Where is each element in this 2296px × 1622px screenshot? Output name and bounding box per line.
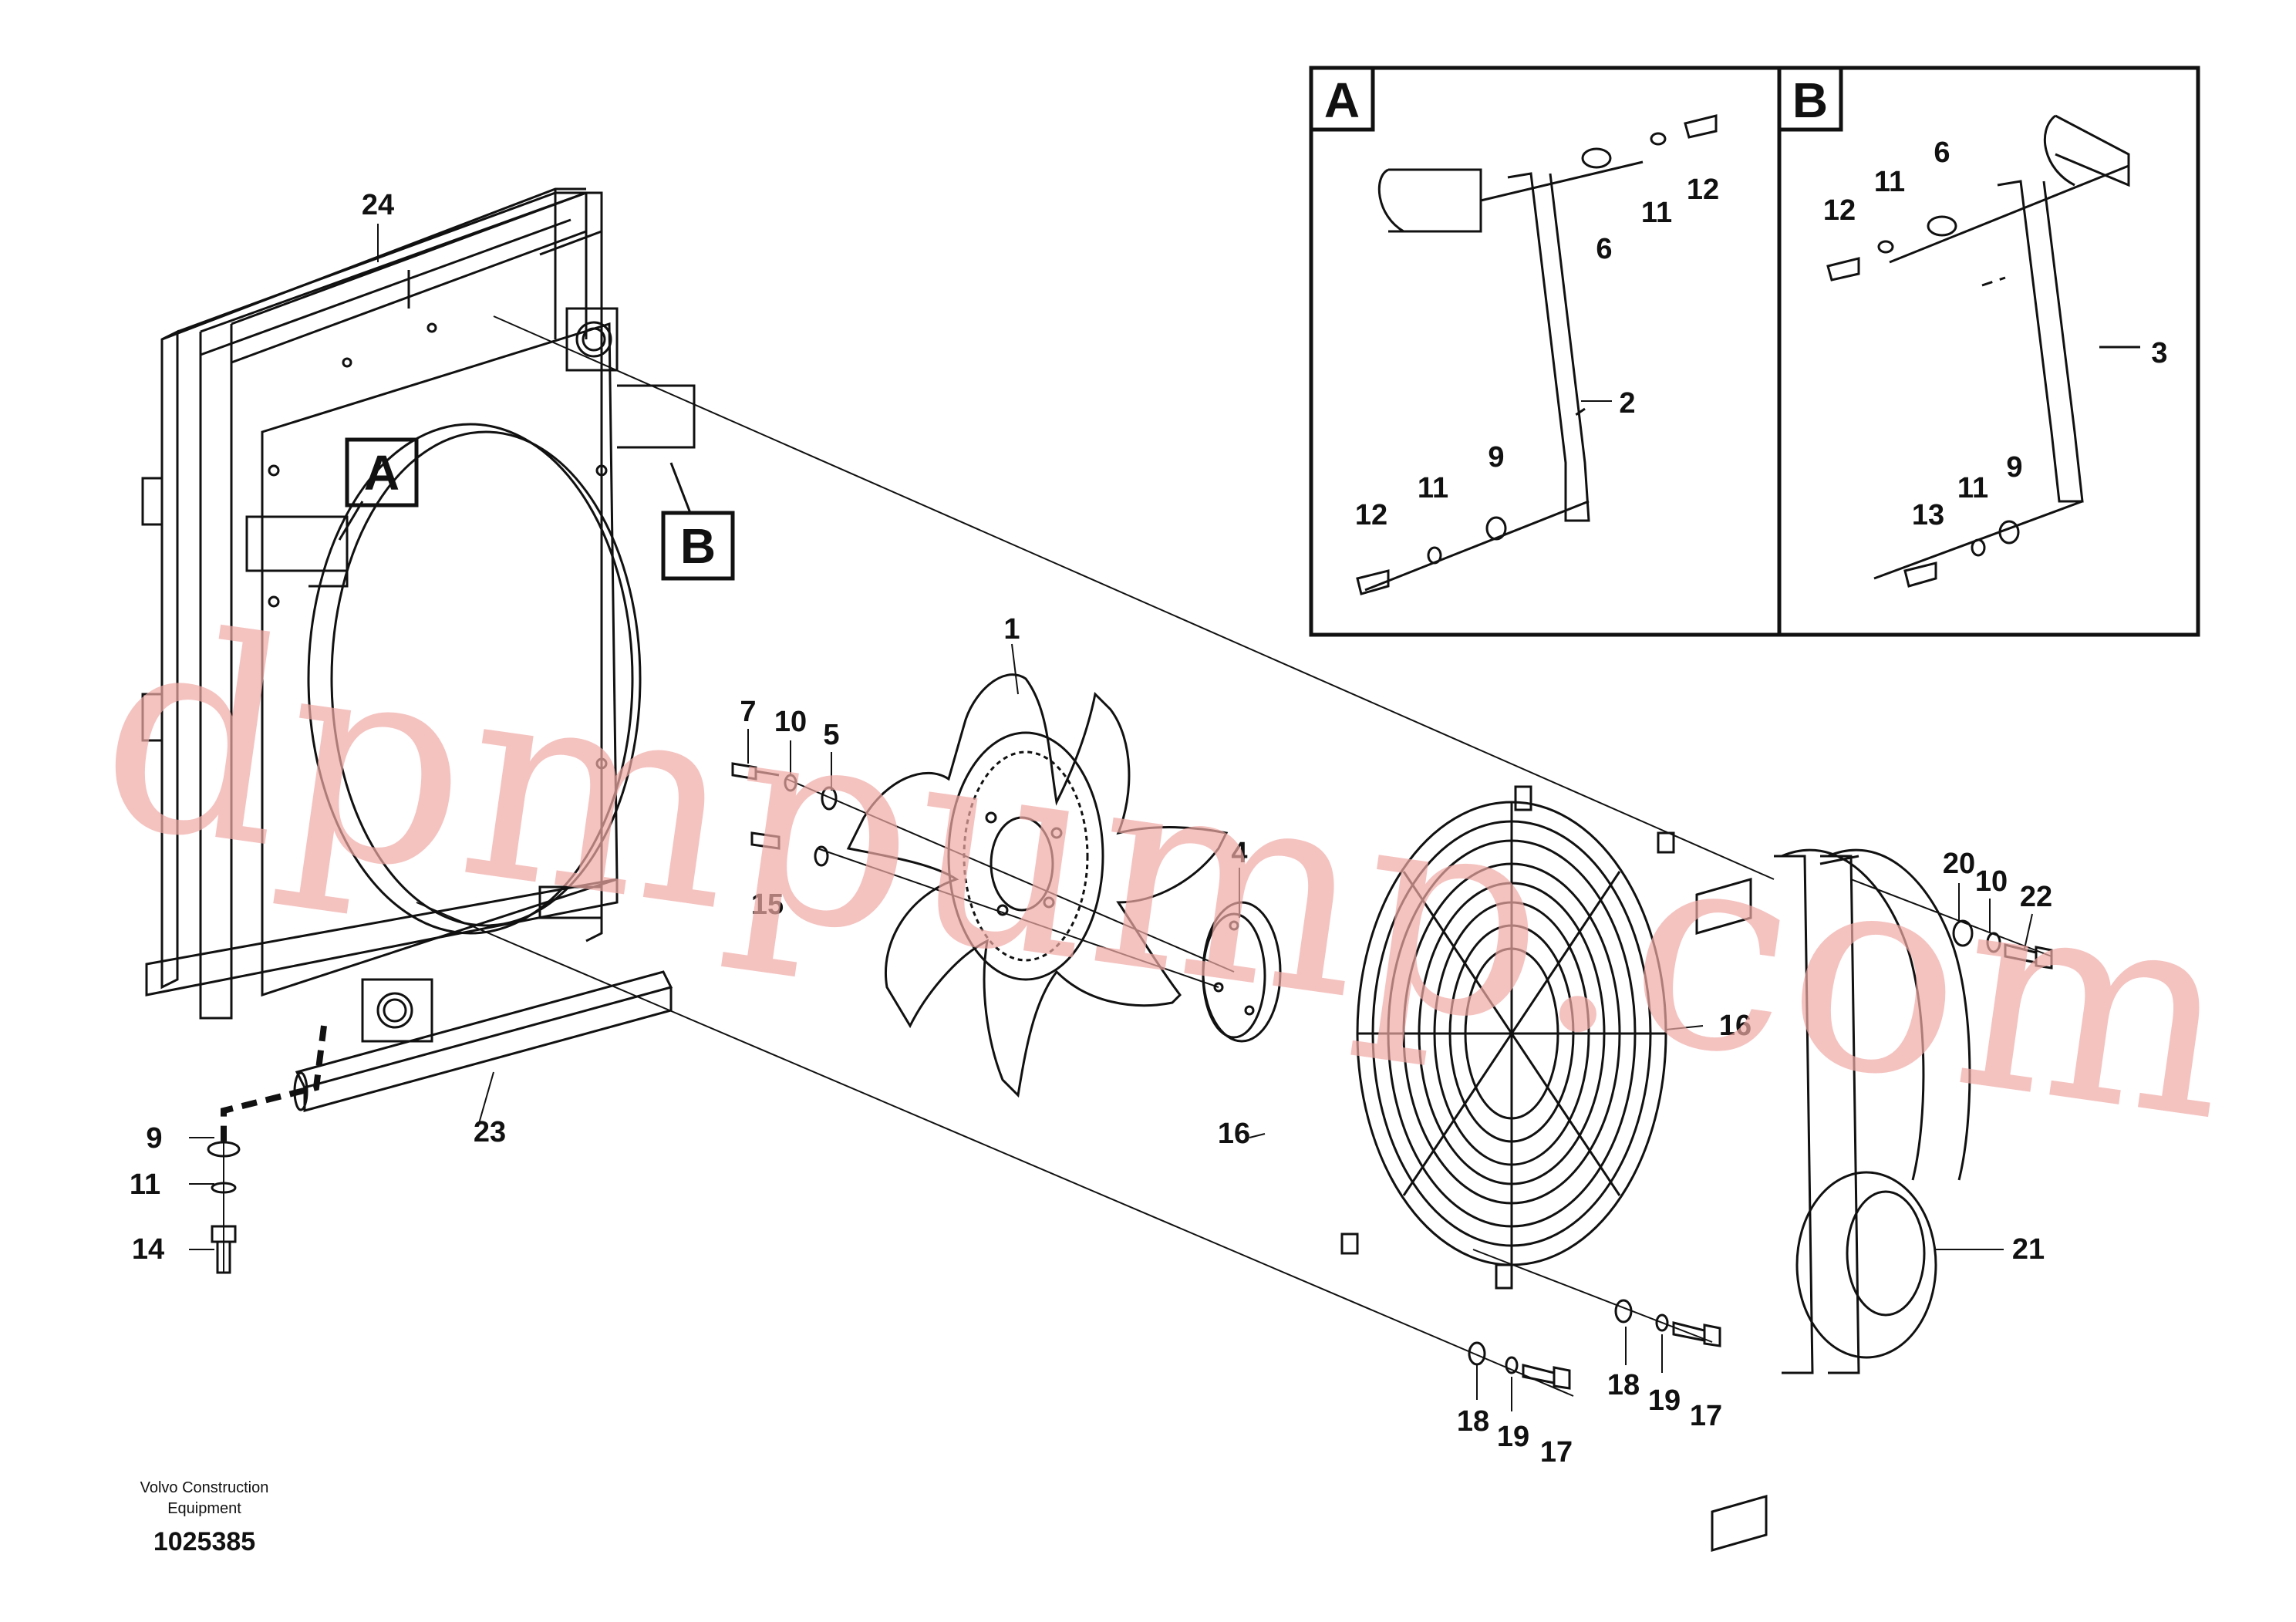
part-label-15: 15 bbox=[751, 889, 784, 921]
callout-b-label: B bbox=[680, 518, 716, 574]
document-number: 1025385 bbox=[153, 1527, 255, 1556]
part-label-11: 11 bbox=[1874, 166, 1905, 198]
inset-b-label: B bbox=[1792, 73, 1828, 128]
part-label-19: 19 bbox=[1648, 1384, 1681, 1417]
part-label-22: 22 bbox=[2020, 881, 2052, 913]
part-label-17: 17 bbox=[1690, 1400, 1722, 1432]
part-label-24: 24 bbox=[362, 189, 394, 221]
part-label-11: 11 bbox=[130, 1168, 160, 1201]
inset-b-tab bbox=[1777, 66, 1843, 132]
spacer-disc-drawing bbox=[1202, 901, 1282, 1043]
part-label-18: 18 bbox=[1457, 1405, 1489, 1438]
part-label-10: 10 bbox=[1975, 865, 2008, 898]
manufacturer-credit-line2: Equipment bbox=[167, 1500, 241, 1517]
part-label-6: 6 bbox=[1596, 233, 1612, 265]
inset-a-tab bbox=[1309, 66, 1375, 132]
part-label-9: 9 bbox=[146, 1122, 162, 1155]
part-label-19: 19 bbox=[1497, 1421, 1529, 1453]
part-label-13: 13 bbox=[1912, 499, 1944, 531]
part-label-11: 11 bbox=[1418, 472, 1448, 504]
part-label-10: 10 bbox=[774, 706, 807, 738]
callout-b-box bbox=[661, 511, 735, 581]
ring-bracket-drawing bbox=[1695, 848, 1971, 1552]
callout-a-box bbox=[345, 437, 419, 508]
part-label-17: 17 bbox=[1540, 1436, 1573, 1469]
leader-lines bbox=[189, 224, 2033, 1411]
callout-a-label: A bbox=[364, 445, 400, 501]
part-label-18: 18 bbox=[1607, 1369, 1640, 1401]
part-label-11: 11 bbox=[1957, 472, 1988, 504]
strip-part-23-drawing bbox=[293, 970, 673, 1112]
part-label-12: 12 bbox=[1687, 174, 1719, 206]
part-label-2: 2 bbox=[1619, 387, 1635, 420]
part-label-9: 9 bbox=[2006, 451, 2022, 484]
part-label-3: 3 bbox=[2151, 337, 2167, 369]
part-label-11: 11 bbox=[1641, 197, 1672, 229]
part-label-1: 1 bbox=[1003, 613, 1020, 646]
part-label-16: 16 bbox=[1218, 1118, 1250, 1150]
part-label-12: 12 bbox=[1823, 194, 1856, 227]
inset-panel bbox=[1309, 66, 2200, 637]
part-label-20: 20 bbox=[1943, 848, 1975, 880]
part-label-16: 16 bbox=[1719, 1010, 1752, 1042]
manufacturer-credit-line1: Volvo Construction bbox=[140, 1479, 269, 1496]
part-label-14: 14 bbox=[132, 1233, 164, 1266]
part-label-21: 21 bbox=[2012, 1233, 2045, 1266]
inset-a-label: A bbox=[1324, 73, 1360, 128]
assembly-lines bbox=[223, 315, 2052, 1397]
part-label-23: 23 bbox=[474, 1116, 506, 1148]
part-label-5: 5 bbox=[823, 719, 839, 751]
part-label-6: 6 bbox=[1934, 137, 1950, 169]
part-label-4: 4 bbox=[1231, 837, 1247, 869]
part-label-12: 12 bbox=[1355, 499, 1387, 531]
part-label-9: 9 bbox=[1488, 441, 1504, 474]
watermark: dpmpump.com bbox=[83, 565, 2251, 1183]
fan-guard-drawing bbox=[1340, 785, 1675, 1290]
part-label-7: 7 bbox=[740, 696, 756, 728]
